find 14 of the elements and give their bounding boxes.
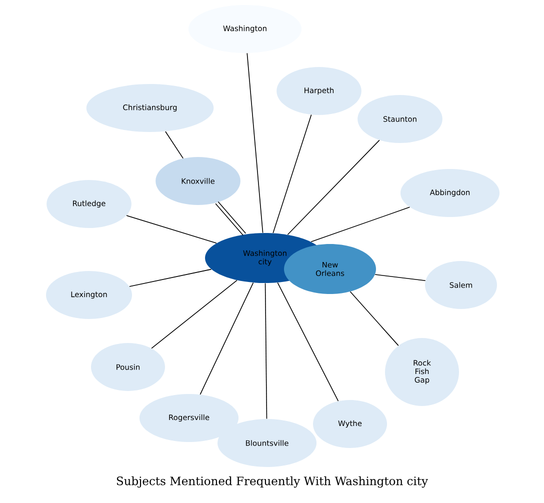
connector-line [264, 282, 268, 420]
connector-line [165, 131, 184, 159]
connector-line [350, 291, 399, 346]
chart-title: Subjects Mentioned Frequently With Washington city [116, 476, 428, 488]
connector-line [126, 215, 217, 244]
connector-line [374, 274, 426, 282]
connector-line [151, 280, 238, 349]
connector-line [129, 268, 212, 287]
connector-line [272, 114, 312, 234]
connector-line [200, 282, 254, 395]
connector-line [246, 52, 264, 234]
connector-line [277, 282, 339, 402]
connector-line [310, 206, 410, 242]
connector-line [287, 140, 380, 236]
